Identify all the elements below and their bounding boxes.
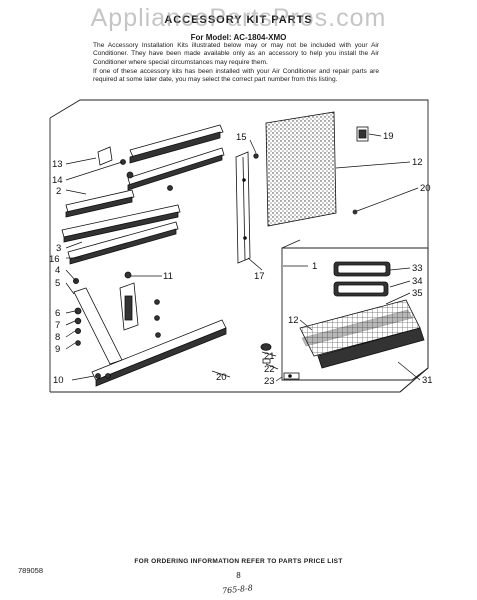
callout-20: 20 bbox=[216, 372, 227, 383]
watermark: AppliancePartsPros.com bbox=[90, 4, 387, 32]
support-bracket-assembly bbox=[73, 271, 161, 365]
callout-4: 4 bbox=[55, 265, 60, 276]
callout-16: 16 bbox=[49, 254, 60, 265]
callout-33: 33 bbox=[412, 263, 423, 274]
callout-17: 17 bbox=[254, 271, 265, 282]
leader-lines bbox=[65, 133, 421, 382]
callout-34: 34 bbox=[412, 276, 423, 287]
bottom-support-bar bbox=[91, 319, 227, 387]
callout-31: 31 bbox=[422, 375, 433, 386]
callout-5: 5 bbox=[55, 278, 60, 289]
main-kit-frame bbox=[49, 99, 429, 393]
callout-2: 2 bbox=[56, 186, 61, 197]
bracket-hardware bbox=[97, 146, 173, 191]
callout-18: 19 bbox=[383, 131, 394, 142]
vertical-channel bbox=[235, 151, 259, 264]
callout-23: 23 bbox=[264, 376, 275, 387]
callout-12-panel: 12 bbox=[412, 157, 423, 168]
callout-19: 20 bbox=[420, 183, 431, 194]
callout-9: 9 bbox=[55, 344, 60, 355]
callout-10: 10 bbox=[53, 375, 64, 386]
callout-1: 1 bbox=[312, 261, 317, 272]
sub-kit-frame bbox=[281, 239, 429, 381]
callout-7: 7 bbox=[55, 320, 60, 331]
callout-3: 3 bbox=[56, 243, 61, 254]
callout-6: 6 bbox=[55, 308, 60, 319]
callout-11: 11 bbox=[163, 271, 173, 282]
callout-22: 22 bbox=[264, 364, 275, 375]
small-hardware-21-23 bbox=[260, 343, 300, 380]
ordering-info-note: FOR ORDERING INFORMATION REFER TO PARTS … bbox=[134, 558, 343, 565]
callout-12-subkit: 12 bbox=[288, 315, 299, 326]
clip-part bbox=[356, 126, 369, 142]
sub-kit-parts bbox=[299, 261, 425, 369]
callout-8: 8 bbox=[55, 332, 60, 343]
callout-21: 21 bbox=[264, 351, 275, 362]
intro-paragraph-2: If one of these accessory kits has been … bbox=[93, 67, 379, 84]
callout-14: 14 bbox=[52, 175, 63, 186]
intro-text: The Accessory Installation Kits illustra… bbox=[93, 42, 379, 85]
foam-panel bbox=[265, 111, 358, 227]
page-number: 8 bbox=[236, 571, 241, 580]
model-line: For Model: AC-1804-XMO bbox=[190, 33, 287, 42]
callout-15: 15 bbox=[236, 132, 247, 143]
callout-13: 13 bbox=[52, 159, 63, 170]
intro-paragraph-1: The Accessory Installation Kits illustra… bbox=[93, 42, 379, 66]
document-code: 789058 bbox=[18, 566, 44, 575]
callout-35: 35 bbox=[412, 288, 423, 299]
callout-labels: 13 14 2 3 16 4 5 6 7 8 9 10 11 15 17 19 … bbox=[49, 131, 433, 387]
page-title: ACCESSORY KIT PARTS bbox=[164, 14, 313, 26]
side-rails bbox=[61, 124, 225, 265]
